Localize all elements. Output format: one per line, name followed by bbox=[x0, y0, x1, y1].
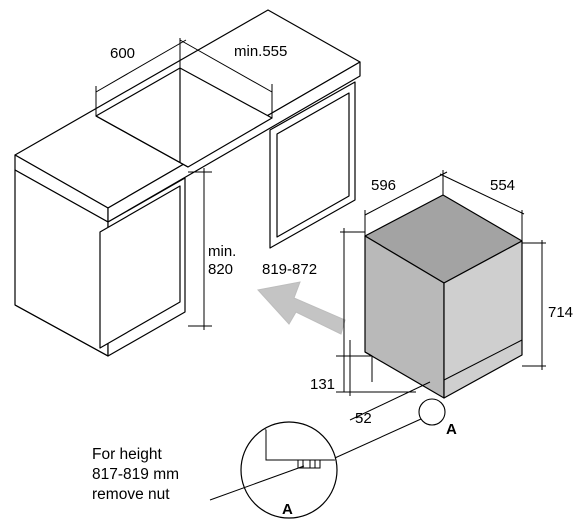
left-cabinet-kick bbox=[14, 304, 109, 357]
detail-a-label: A bbox=[282, 501, 293, 518]
cabinet-dimensions bbox=[95, 38, 273, 330]
detail-marker-circle bbox=[418, 398, 446, 426]
niche-height-range-label: 819-872 bbox=[262, 261, 317, 278]
note-line-3: remove nut bbox=[92, 486, 170, 503]
width-label: 596 bbox=[371, 177, 396, 194]
niche-height-min-value: 820 bbox=[208, 261, 233, 278]
depth-line bbox=[439, 173, 525, 215]
niche-height-min-label: min. bbox=[208, 243, 236, 260]
note-line-2: 817-819 mm bbox=[92, 466, 179, 483]
height-label: 714 bbox=[548, 304, 573, 321]
niche-inner-left bbox=[95, 115, 189, 168]
niche-width-line bbox=[95, 39, 187, 93]
dishwasher bbox=[364, 194, 523, 399]
dishwasher-plinth-line bbox=[443, 339, 523, 381]
dishwasher-dimensions bbox=[336, 170, 546, 421]
detail-nut-icon bbox=[297, 459, 321, 469]
worktop-side-edge bbox=[107, 61, 361, 223]
foot-offset-label: 52 bbox=[355, 410, 372, 427]
niche-width-label: 600 bbox=[110, 45, 135, 62]
width-line bbox=[364, 171, 448, 216]
foot-offset-line bbox=[349, 381, 431, 421]
niche-depth-label: min.555 bbox=[234, 43, 287, 60]
depth-label: 554 bbox=[490, 177, 515, 194]
detail-a-circle bbox=[240, 421, 338, 519]
detail-leader-line bbox=[325, 418, 422, 463]
foot-height-label: 131 bbox=[310, 376, 335, 393]
dishwasher-side-foot bbox=[364, 351, 373, 357]
kitchen-cabinet bbox=[14, 9, 361, 357]
right-cabinet-door bbox=[276, 92, 350, 238]
niche-depth-line bbox=[179, 39, 273, 93]
left-cabinet-door bbox=[99, 185, 181, 349]
note-leader-line bbox=[209, 465, 305, 501]
detail-marker-label: A bbox=[446, 421, 457, 438]
insert-arrow-icon bbox=[257, 281, 346, 335]
dishwasher-front bbox=[443, 240, 523, 399]
note-line-1: For height bbox=[92, 446, 162, 463]
